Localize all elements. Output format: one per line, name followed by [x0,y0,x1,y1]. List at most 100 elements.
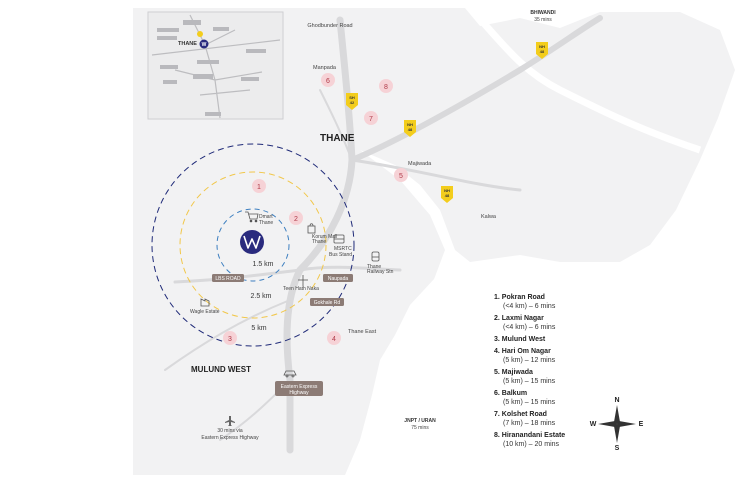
label-dmart: Dmart [259,214,273,220]
label-thane-station: Thane [367,264,381,270]
ring-2-5km [179,171,327,319]
inset-thane-label: THANE [178,41,197,47]
label-jnpt: JNPT / URAN [404,418,436,424]
highway-shield: SH 42 [346,93,358,110]
label-kalwa: Kalwa [481,214,497,220]
road-tag-naupada-text: Naupada [328,276,349,282]
marker-7[interactable]: 7 [364,111,378,125]
inset-logo-pin [199,39,209,49]
legend-item: 8. Hiranandani Estate (10 km) – 20 mins [494,431,604,449]
cart-icon [245,211,259,223]
label-thane-east: Thane East [348,329,377,335]
legend-title: 4. Hari Om Nagar [494,348,551,355]
marker-1-number: 1 [257,184,261,191]
legend-subtitle: (10 km) – 20 mins [503,441,560,448]
legend-subtitle: (<4 km) – 6 mins [503,324,556,331]
legend-item: 7. Kolshet Road (7 km) – 18 mins [494,410,604,428]
project-logo [240,230,264,254]
legend-title: 5. Majiwada [494,369,533,376]
area-label-thane: THANE [320,133,355,144]
label-majiwada: Majiwada [408,161,432,167]
marker-4[interactable]: 4 [327,331,341,345]
label-teen-hath-naka: Teen Hath Naka [283,286,319,292]
label-airport-time: 30 mins via [217,428,243,434]
legend-subtitle: (5 km) – 15 mins [503,378,556,385]
marker-3-number: 3 [228,336,232,343]
legend-subtitle: (5 km) – 15 mins [503,399,556,406]
marker-8-number: 8 [384,84,388,91]
shield-text: NH [539,44,545,49]
ring-1-5km [216,208,290,282]
label-korum-mall: Korum Mall [312,234,337,240]
label-airport-route: Eastern Express Highway [201,435,259,441]
legend-title: 1. Pokran Road [494,294,545,301]
shield-text: SH [349,95,355,100]
shield-number: 48 [408,127,413,132]
legend-title: 2. Laxmi Nagar [494,315,544,322]
train-icon [371,251,380,262]
road-tag-eastern-express: Eastern Express Highway [275,381,323,396]
radius-label-5km: 5 km [251,325,266,332]
label-korum-mall-city: Thane [312,239,326,245]
label-thane-station-sub: Railway Stn [367,269,394,275]
legend-title: 8. Hiranandani Estate [494,432,566,439]
road-tag-gokhale: Gokhale Rd [310,298,344,306]
legend-subtitle: (<4 km) – 6 mins [503,303,556,310]
road-tag-eeh-line2: Highway [289,390,309,396]
marker-6-number: 6 [326,78,330,85]
legend-item: 6. Balkum (5 km) – 15 mins [494,389,604,407]
label-ghodbunder-road: Ghodbunder Road [307,23,352,29]
creek [360,150,500,475]
shield-text: NH [444,188,450,193]
marker-3[interactable]: 3 [223,331,237,345]
label-msrtc: MSRTC [334,246,352,252]
highway-shield: NH 48 [441,186,453,203]
shield-text: NH [407,122,413,127]
compass-w: W [590,421,597,428]
road-tag-gokhale-text: Gokhale Rd [314,300,341,306]
compass-s: S [615,445,620,452]
legend-title: 7. Kolshet Road [494,411,547,418]
label-bhiwandi: BHIWANDI [530,10,556,16]
bus-icon [333,234,345,244]
road-tag-eeh-line1: Eastern Express [281,384,318,390]
legend-title: 6. Balkum [494,390,528,397]
car-icon [283,370,297,378]
legend-subtitle: (5 km) – 12 mins [503,357,556,364]
label-dmart-city: Thane [259,220,273,226]
inset-logo-letter: W [202,42,207,48]
shield-number: 42 [350,100,355,105]
radius-rings [151,143,355,347]
legend-item: 2. Laxmi Nagar (<4 km) – 6 mins [494,314,604,332]
marker-6[interactable]: 6 [321,73,335,87]
legend-title: 3. Mulund West [494,336,546,343]
inset-map: W THANE [147,11,284,120]
compass-icon: N E S W [590,397,644,452]
river [467,5,702,154]
marker-1[interactable]: 1 [252,179,266,193]
airplane-icon [225,416,235,426]
label-manpada: Manpada [313,65,337,71]
marker-2-number: 2 [294,216,298,223]
legend-item: 1. Pokran Road (<4 km) – 6 mins [494,293,604,311]
marker-2[interactable]: 2 [289,211,303,225]
radius-label-1-5km: 1.5 km [252,261,273,268]
label-wagle-estate: Wagle Estate [190,309,220,315]
marker-7-number: 7 [369,116,373,123]
location-legend: 1. Pokran Road (<4 km) – 6 mins 2. Laxmi … [494,293,604,452]
legend-item: 3. Mulund West [494,335,604,344]
legend-subtitle: (7 km) – 18 mins [503,420,556,427]
marker-5-number: 5 [399,173,403,180]
marker-4-number: 4 [332,336,336,343]
marker-5[interactable]: 5 [394,168,408,182]
area-label-mulund-west: MULUND WEST [191,365,251,374]
shield-number: 48 [540,49,545,54]
marker-8[interactable]: 8 [379,79,393,93]
location-markers: 1 2 3 4 5 6 7 8 [223,73,408,345]
legend-item: 5. Majiwada (5 km) – 15 mins [494,368,604,386]
label-bhiwandi-time: 35 mins [534,17,552,23]
ring-5km [151,143,355,347]
highway-shield: NH 48 [404,120,416,137]
